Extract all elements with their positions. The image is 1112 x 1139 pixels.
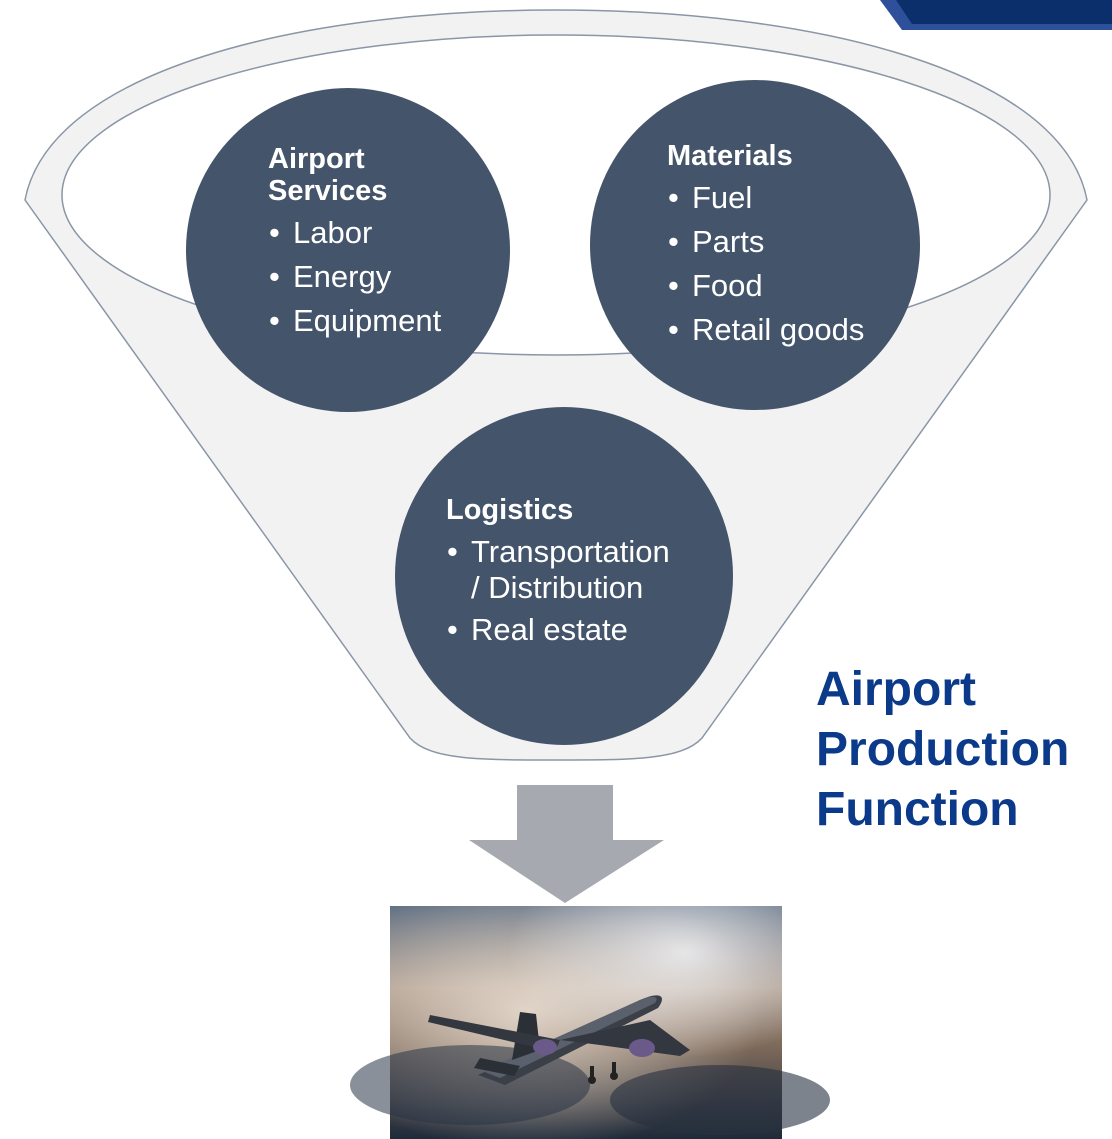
logistics-node: Logistics Transportation / Distribution …	[446, 494, 716, 654]
logistics-list: Transportation / Distribution Real estat…	[446, 534, 716, 648]
diagram-title: Airport Production Function	[816, 663, 1070, 836]
services-heading: Airport Services	[268, 143, 388, 207]
list-item: Equipment	[268, 303, 508, 339]
down-arrow-icon	[469, 785, 664, 903]
logistics-heading: Logistics	[446, 494, 574, 526]
list-item: Fuel	[667, 180, 927, 216]
list-item: Labor	[268, 215, 508, 251]
corner-banner	[880, 0, 1112, 30]
list-item: Transportation / Distribution	[446, 534, 716, 606]
materials-node: Materials Fuel Parts Food Retail goods	[667, 140, 927, 356]
airplane-photo	[350, 906, 830, 1139]
list-item: Energy	[268, 259, 508, 295]
materials-list: Fuel Parts Food Retail goods	[667, 180, 927, 348]
materials-heading: Materials	[667, 140, 793, 172]
list-item: Retail goods	[667, 312, 927, 348]
services-list: Labor Energy Equipment	[268, 215, 508, 339]
services-node: Airport Services Labor Energy Equipment	[268, 143, 508, 347]
list-item: Food	[667, 268, 927, 304]
list-item: Parts	[667, 224, 927, 260]
list-item: Real estate	[446, 612, 716, 648]
